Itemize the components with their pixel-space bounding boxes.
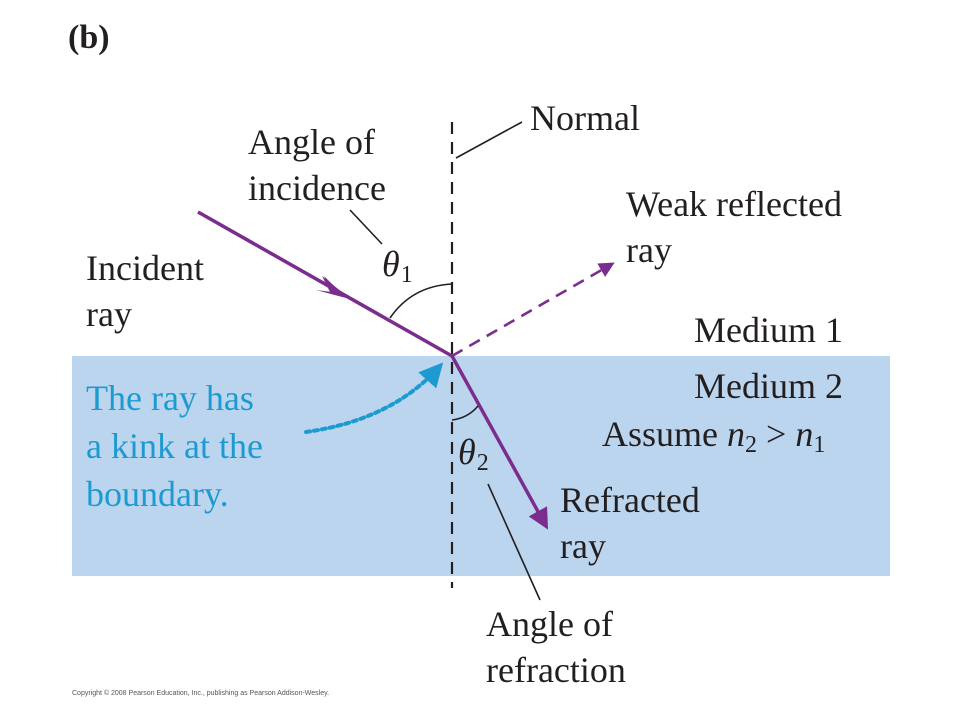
normal-leader bbox=[455, 121, 523, 159]
panel-label: (b) bbox=[68, 19, 110, 56]
weak-reflected-label-line1: Weak reflected bbox=[626, 184, 842, 224]
normal-label: Normal bbox=[530, 98, 640, 138]
angle-of-incidence-leader bbox=[349, 209, 383, 245]
incident-arrow bbox=[316, 276, 346, 298]
angle-of-refraction-label-line2: refraction bbox=[486, 650, 626, 690]
angle-of-refraction-leader bbox=[487, 483, 541, 601]
copyright-text: Copyright © 2008 Pearson Education, Inc.… bbox=[72, 689, 329, 697]
incident-label-line1: Incident bbox=[86, 248, 204, 288]
refracted-ray bbox=[450, 355, 549, 530]
kink-pointer bbox=[304, 362, 444, 434]
theta1-symbol: θ1 bbox=[382, 244, 413, 288]
theta1-arc bbox=[389, 283, 453, 319]
kink-note-line1: The ray has bbox=[86, 378, 254, 418]
refracted-label-line1: Refracted bbox=[560, 480, 700, 520]
theta2-arc bbox=[451, 405, 479, 421]
incident-ray bbox=[197, 210, 453, 358]
assume-label: Assume n2 > n1 bbox=[602, 414, 825, 458]
angle-of-refraction-label-line1: Angle of bbox=[486, 604, 613, 644]
medium2-label: Medium 2 bbox=[694, 366, 843, 406]
theta2-symbol: θ2 bbox=[458, 432, 489, 476]
medium2-region bbox=[72, 356, 890, 576]
angle-of-incidence-label-line1: Angle of bbox=[248, 122, 375, 162]
angle-of-incidence-label-line2: incidence bbox=[248, 168, 386, 208]
reflected-ray bbox=[451, 262, 615, 358]
weak-reflected-label-line2: ray bbox=[626, 230, 672, 270]
kink-note-line3: boundary. bbox=[86, 474, 229, 514]
medium1-label: Medium 1 bbox=[694, 310, 843, 350]
refracted-label-line2: ray bbox=[560, 526, 606, 566]
incident-label-line2: ray bbox=[86, 294, 132, 334]
kink-note-line2: a kink at the bbox=[86, 426, 263, 466]
